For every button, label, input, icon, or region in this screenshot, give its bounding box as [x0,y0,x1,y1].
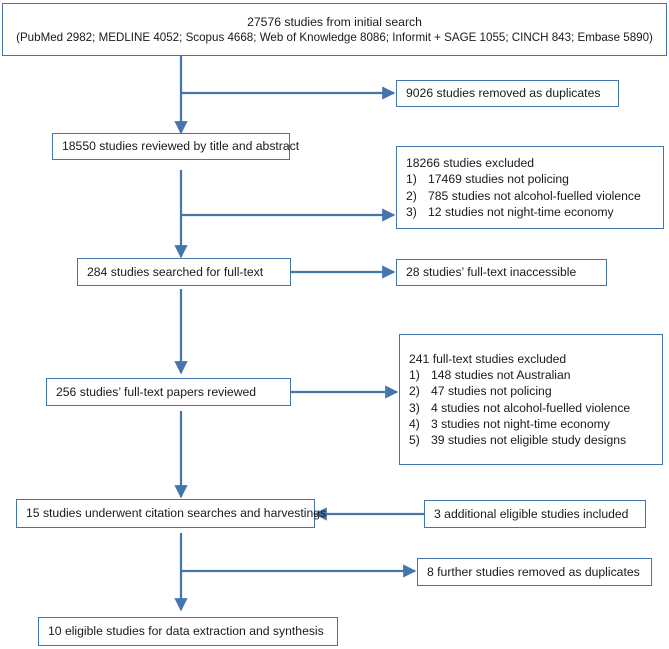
fulltext-searched-label: 284 studies searched for full-text [87,264,264,279]
fulltext-excluded-item-text: 4 studies not alcohol-fuelled violence [431,400,631,415]
ta-excluded-item-text: 785 studies not alcohol-fuelled violence [428,188,641,203]
fulltext-excluded-item-number: 3) [409,400,420,415]
node-initial-search: 27576 studies from initial search (PubMe… [2,3,667,56]
ta-excluded-item: 1) 17469 studies not policing [397,171,569,187]
fulltext-excluded-heading: 241 full-text studies excluded [409,352,567,367]
fulltext-excluded-item-number: 4) [409,416,420,431]
additional-included-label: 3 additional eligible studies included [434,506,629,521]
fulltext-excluded-item: 2) 47 studies not policing [400,383,552,399]
fulltext-reviewed-label: 256 studies’ full-text papers reviewed [56,384,257,399]
ta-excluded-item-text: 12 studies not night-time economy [428,204,614,219]
node-final-eligible: 10 eligible studies for data extraction … [38,617,338,646]
ta-excluded-item-text: 17469 studies not policing [428,172,569,187]
node-fulltext-reviewed: 256 studies’ full-text papers reviewed [46,378,291,406]
ta-excluded-item-number: 1) [406,172,417,187]
fulltext-excluded-item-text: 3 studies not night-time economy [431,416,610,431]
duplicates-removed-label: 9026 studies removed as duplicates [406,86,601,101]
node-citation-searches: 15 studies underwent citation searches a… [16,499,326,528]
fulltext-excluded-item: 1) 148 studies not Australian [400,367,571,383]
fulltext-excluded-item: 3) 4 studies not alcohol-fuelled violenc… [400,400,630,416]
final-eligible-label: 10 eligible studies for data extraction … [48,624,324,639]
node-fulltext-excluded: 241 full-text studies excluded 1) 148 st… [399,334,663,465]
title-abstract-reviewed-label: 18550 studies reviewed by title and abst… [62,139,300,154]
node-title-abstract-reviewed: 18550 studies reviewed by title and abst… [52,133,299,160]
node-fulltext-inaccessible: 28 studies’ full-text inaccessible [396,259,607,286]
node-additional-included: 3 additional eligible studies included [424,500,646,528]
initial-search-line1: 27576 studies from initial search [247,14,422,29]
fulltext-excluded-item: 5) 39 studies not eligible study designs [400,432,626,448]
fulltext-excluded-item-text: 47 studies not policing [431,384,552,399]
ta-excluded-item-number: 2) [406,188,417,203]
fulltext-excluded-item-text: 148 studies not Australian [431,368,571,383]
fulltext-excluded-item: 4) 3 studies not night-time economy [400,416,610,432]
ta-excluded-item: 2) 785 studies not alcohol-fuelled viole… [397,188,641,204]
citation-searches-label: 15 studies underwent citation searches a… [26,506,327,521]
fulltext-inaccessible-label: 28 studies’ full-text inaccessible [406,265,577,280]
initial-search-line2: (PubMed 2982; MEDLINE 4052; Scopus 4668;… [16,30,653,44]
node-duplicates-removed: 9026 studies removed as duplicates [396,80,619,107]
fulltext-excluded-item-number: 1) [409,368,420,383]
node-further-duplicates: 8 further studies removed as duplicates [417,558,652,586]
fulltext-excluded-item-text: 39 studies not eligible study designs [431,432,627,447]
further-duplicates-label: 8 further studies removed as duplicates [427,564,640,579]
fulltext-excluded-item-number: 2) [409,384,420,399]
ta-excluded-item-number: 3) [406,204,417,219]
ta-excluded-item: 3) 12 studies not night-time economy [397,204,614,220]
node-title-abstract-excluded: 18266 studies excluded 1) 17469 studies … [396,146,664,229]
ta-excluded-heading: 18266 studies excluded [406,156,535,171]
fulltext-excluded-item-number: 5) [409,432,420,447]
node-fulltext-searched: 284 studies searched for full-text [77,258,291,286]
